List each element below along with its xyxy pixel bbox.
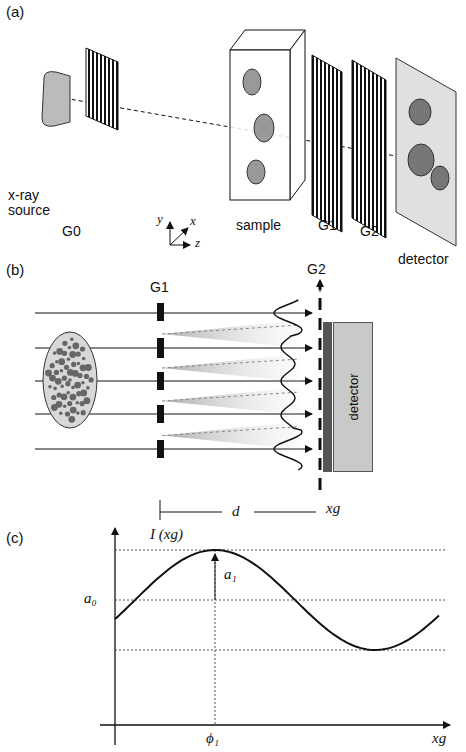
scatter-particle bbox=[74, 382, 81, 389]
scatter-particle bbox=[65, 381, 70, 386]
scatter-particle bbox=[51, 395, 56, 400]
node-text: detector bbox=[346, 374, 361, 421]
scatter-particle bbox=[56, 348, 63, 355]
scatter-particle bbox=[60, 385, 64, 389]
beam bbox=[35, 449, 312, 450]
scatter-particle bbox=[82, 357, 86, 361]
scatter-particle bbox=[57, 392, 62, 397]
part-label: G2 bbox=[360, 224, 379, 239]
part-label: G0 bbox=[62, 224, 81, 239]
math-symbol: xg bbox=[432, 730, 446, 747]
scatter-particle bbox=[65, 411, 70, 416]
part-label: G2 bbox=[307, 262, 326, 277]
scatter-particle bbox=[59, 412, 63, 416]
math-symbol: z bbox=[195, 236, 200, 250]
scatter-particle bbox=[67, 401, 72, 406]
scatter-particle bbox=[53, 351, 57, 355]
scatter-particle bbox=[84, 374, 89, 379]
scatter-particle bbox=[48, 385, 52, 389]
scatter-particle bbox=[64, 365, 69, 370]
scatter-particle bbox=[70, 407, 77, 414]
scatter-particle bbox=[89, 377, 94, 382]
scatter-particle bbox=[45, 370, 52, 377]
scatter-particle bbox=[81, 381, 85, 385]
scatter-particle bbox=[67, 357, 71, 361]
scatter-particle bbox=[71, 362, 76, 367]
scatter-particle bbox=[80, 346, 85, 351]
scatter-particle bbox=[55, 378, 62, 385]
scatter-particle bbox=[58, 358, 65, 365]
part-label: detector bbox=[398, 252, 449, 267]
scatter-particle bbox=[62, 341, 67, 346]
refraction-cone bbox=[162, 354, 300, 382]
scatter-particle bbox=[63, 405, 67, 409]
refraction-cone bbox=[162, 320, 300, 348]
math-symbol: a₀ bbox=[84, 590, 97, 607]
part-label: x-ray source bbox=[8, 188, 68, 219]
refraction-cone bbox=[162, 387, 300, 415]
math-symbol: d bbox=[232, 503, 240, 520]
scatter-particle bbox=[68, 346, 72, 350]
scatter-particle bbox=[71, 386, 75, 390]
refraction-cone bbox=[162, 422, 300, 450]
scatter-particle bbox=[66, 391, 70, 395]
beam bbox=[35, 313, 312, 314]
math-symbol: a₁ bbox=[224, 566, 237, 583]
scatter-particle bbox=[53, 387, 57, 391]
scatter-particle bbox=[70, 394, 77, 401]
scatter-particle bbox=[55, 360, 59, 364]
part-label: sample bbox=[236, 218, 281, 233]
scatter-particle bbox=[68, 416, 75, 423]
scatter-particle bbox=[72, 342, 79, 349]
math-symbol: y bbox=[157, 212, 163, 226]
part-label: G1 bbox=[150, 280, 169, 295]
scatter-particle bbox=[80, 390, 87, 397]
scatter-particle bbox=[76, 352, 81, 357]
scatter-particle bbox=[60, 369, 64, 373]
scatter-particle bbox=[77, 373, 82, 378]
scatter-particle bbox=[84, 397, 91, 404]
scatter-particle bbox=[75, 401, 79, 405]
scatter-particle bbox=[51, 404, 58, 411]
math-symbol: x bbox=[190, 214, 196, 228]
scatter-particle bbox=[50, 363, 55, 368]
scatter-particle bbox=[86, 386, 90, 390]
scatter-particle bbox=[62, 376, 67, 381]
scatter-particle bbox=[81, 410, 86, 415]
scatter-particle bbox=[76, 411, 80, 415]
detector-box: detector bbox=[333, 322, 373, 472]
part-label: (c) bbox=[6, 530, 24, 547]
math-symbol: I (xg) bbox=[150, 526, 183, 543]
math-symbol: xg bbox=[326, 500, 340, 517]
part-label: (b) bbox=[6, 262, 24, 279]
scatter-particle bbox=[70, 337, 74, 341]
part-label: G1 bbox=[318, 218, 337, 233]
scatter-particle bbox=[85, 364, 92, 371]
scatter-particle bbox=[77, 362, 81, 366]
math-symbol: ϕ₁ bbox=[206, 730, 219, 747]
part-label: (a) bbox=[6, 4, 24, 21]
scatter-particle bbox=[54, 370, 59, 375]
scatter-particle bbox=[69, 351, 76, 358]
